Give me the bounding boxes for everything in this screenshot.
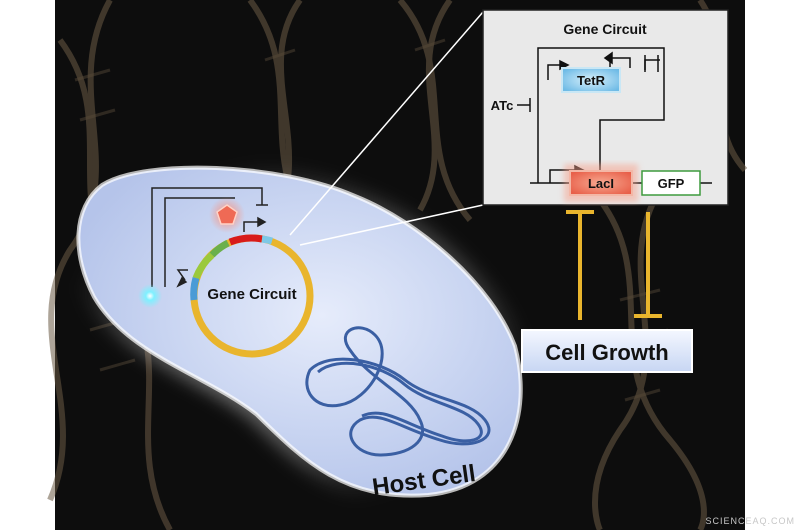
- gfp-gene-box: [641, 170, 701, 196]
- red-pentagon-icon: [216, 204, 238, 225]
- laci-gene-box: [569, 170, 633, 196]
- cyan-glow-icon: [138, 284, 162, 308]
- chromosome-icon: [305, 326, 491, 457]
- tetr-gene-box: [561, 67, 621, 93]
- cell-growth-box: [521, 329, 693, 373]
- callout-line-bottom: [299, 204, 484, 246]
- atc-label: ATc: [491, 98, 514, 113]
- plasmid-regulation-lines: [151, 187, 268, 288]
- cell-growth-label: Cell Growth: [545, 340, 668, 365]
- tetr-label: TetR: [577, 73, 606, 88]
- plasmid-gene-circuit: [190, 234, 314, 358]
- watermark: SCIENCEAQ.COM: [705, 516, 795, 526]
- inset-title: Gene Circuit: [563, 21, 647, 37]
- gfp-label: GFP: [658, 176, 685, 191]
- plasmid-label: Gene Circuit: [207, 286, 296, 303]
- inset-regulation-lines: [517, 47, 712, 184]
- callout-line-top: [289, 11, 484, 236]
- laci-label: LacI: [588, 176, 614, 191]
- inhibition-arrows: [566, 210, 662, 320]
